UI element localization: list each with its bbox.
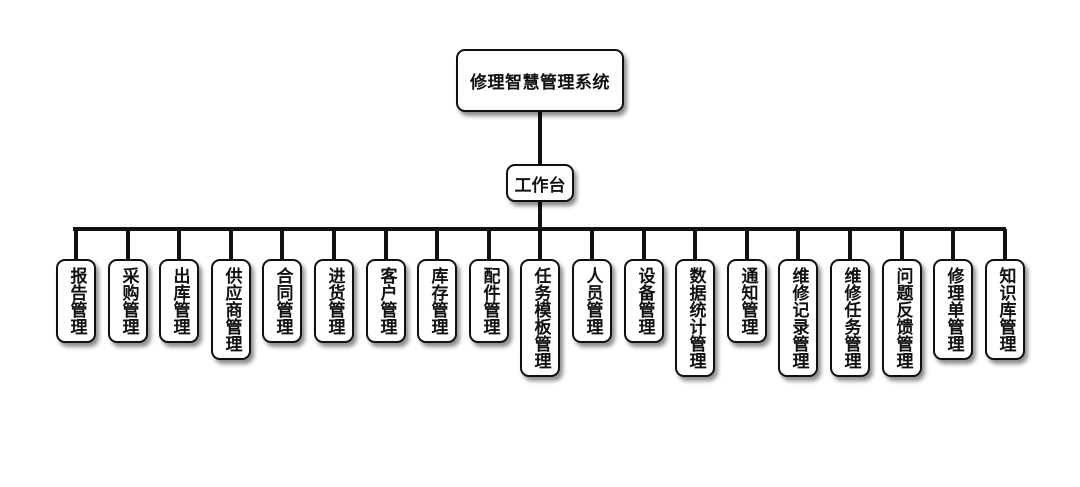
root-node-label: 修理智慧管理系统 <box>470 73 610 93</box>
child-drop-connector <box>384 229 388 259</box>
module-node-label: 合同管理 <box>272 267 293 335</box>
module-node: 修理单管理 <box>933 259 973 360</box>
module-node: 数据统计管理 <box>675 259 715 377</box>
module-node-label: 客户管理 <box>376 267 397 335</box>
module-node-label: 供应商管理 <box>221 267 242 352</box>
child-drop-connector <box>590 229 594 259</box>
module-node: 知识库管理 <box>985 259 1025 360</box>
child-drop-connector <box>693 229 697 259</box>
module-node-label: 出库管理 <box>169 267 190 335</box>
module-node-label: 设备管理 <box>634 267 655 335</box>
hub-node-label: 工作台 <box>514 175 566 196</box>
child-drop-connector <box>487 229 491 259</box>
module-node-label: 通知管理 <box>737 267 758 335</box>
child-drop-connector <box>332 229 336 259</box>
root-to-hub-connector <box>538 112 542 164</box>
child-drop-connector <box>435 229 439 259</box>
child-drop-connector <box>796 229 800 259</box>
child-drop-connector <box>229 229 233 259</box>
module-node-label: 报告管理 <box>66 267 87 335</box>
module-node-label: 采购管理 <box>118 267 139 335</box>
child-drop-connector <box>951 229 955 259</box>
module-node-label: 人员管理 <box>582 267 603 335</box>
module-node-label: 任务模板管理 <box>530 267 551 369</box>
child-drop-connector <box>642 229 646 259</box>
module-node-label: 问题反馈管理 <box>892 267 913 369</box>
module-node: 合同管理 <box>262 259 302 343</box>
module-node-label: 进货管理 <box>324 267 345 335</box>
child-drop-connector <box>848 229 852 259</box>
child-drop-connector <box>900 229 904 259</box>
module-node-label: 修理单管理 <box>943 267 964 352</box>
child-drop-connector <box>177 229 181 259</box>
module-node-label: 维修任务管理 <box>840 267 861 369</box>
hub-to-bus-connector <box>538 202 542 230</box>
module-node-label: 维修记录管理 <box>788 267 809 369</box>
child-drop-connector <box>74 229 78 259</box>
module-node: 人员管理 <box>572 259 612 343</box>
child-drop-connector <box>280 229 284 259</box>
module-node-label: 知识库管理 <box>995 267 1016 352</box>
root-node: 修理智慧管理系统 <box>456 49 624 112</box>
child-drop-connector <box>1003 229 1007 259</box>
module-node: 问题反馈管理 <box>882 259 922 377</box>
module-node: 进货管理 <box>314 259 354 343</box>
module-node: 采购管理 <box>108 259 148 343</box>
module-node: 出库管理 <box>159 259 199 343</box>
module-node-label: 配件管理 <box>479 267 500 335</box>
module-node: 维修任务管理 <box>830 259 870 377</box>
module-node: 库存管理 <box>417 259 457 343</box>
module-node: 任务模板管理 <box>520 259 560 377</box>
module-node: 报告管理 <box>56 259 96 343</box>
module-node-label: 库存管理 <box>427 267 448 335</box>
module-node-label: 数据统计管理 <box>685 267 706 369</box>
module-node: 维修记录管理 <box>778 259 818 377</box>
module-node: 设备管理 <box>624 259 664 343</box>
module-node: 客户管理 <box>366 259 406 343</box>
module-node: 通知管理 <box>727 259 767 343</box>
child-drop-connector <box>126 229 130 259</box>
child-drop-connector <box>745 229 749 259</box>
child-drop-connector <box>538 229 542 259</box>
hub-node: 工作台 <box>506 164 574 202</box>
module-node: 配件管理 <box>469 259 509 343</box>
module-node: 供应商管理 <box>211 259 251 360</box>
